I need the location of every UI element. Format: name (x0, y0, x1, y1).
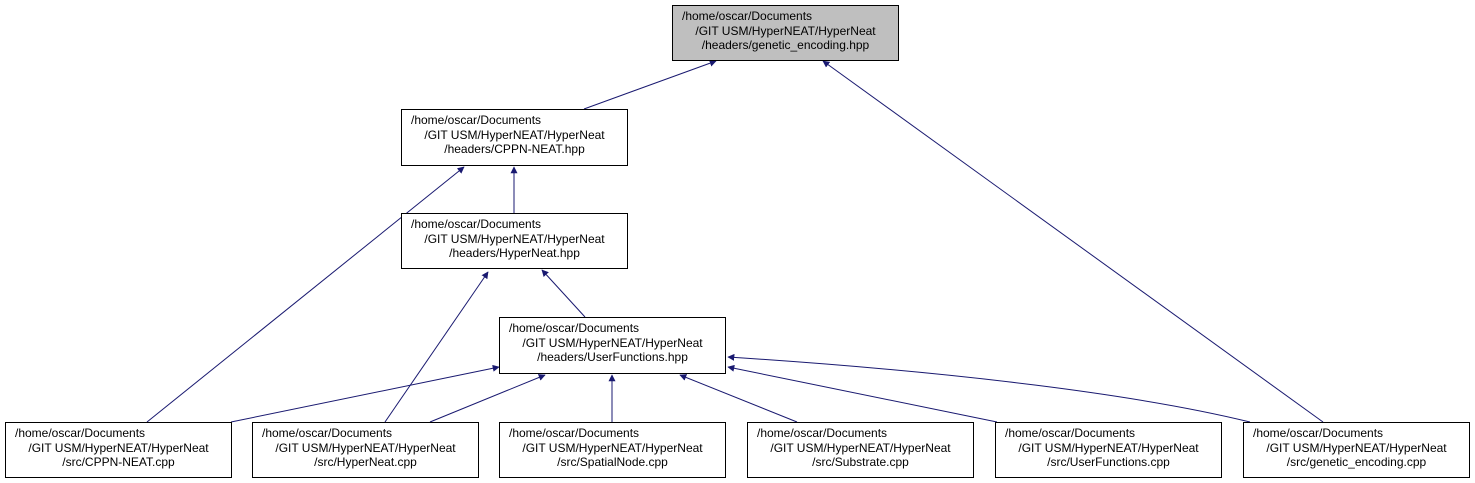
node-line3: /src/genetic_encoding.cpp (1286, 455, 1427, 469)
node-line3: /src/Substrate.cpp (812, 455, 909, 469)
node-line3: /headers/CPPN-NEAT.hpp (444, 142, 585, 156)
node-line1: /home/oscar/Documents (757, 426, 888, 440)
node-line3: /src/UserFunctions.cpp (1047, 455, 1170, 469)
node-userfunctions-cpp[interactable]: /home/oscar/Documents /GIT USM/HyperNEAT… (995, 422, 1222, 478)
node-line3: /src/HyperNeat.cpp (314, 455, 417, 469)
node-line1: /home/oscar/Documents (15, 426, 146, 440)
node-genetic-encoding-cpp[interactable]: /home/oscar/Documents /GIT USM/HyperNEAT… (1243, 422, 1470, 478)
node-line2: /GIT USM/HyperNEAT/HyperNeat (522, 440, 703, 455)
node-line2: /GIT USM/HyperNEAT/HyperNeat (424, 231, 605, 246)
node-line2: /GIT USM/HyperNEAT/HyperNeat (1266, 440, 1447, 455)
node-line2: /GIT USM/HyperNEAT/HyperNeat (1018, 440, 1199, 455)
edge-cppnhpp-to-root (583, 59, 717, 110)
node-substrate-cpp[interactable]: /home/oscar/Documents /GIT USM/HyperNEAT… (747, 422, 974, 478)
edge-geneticcpp-to-userfunchpp (727, 353, 1251, 423)
node-line3: /src/CPPN-NEAT.cpp (62, 455, 175, 469)
node-line3: /headers/genetic_encoding.hpp (701, 38, 870, 52)
node-line2: /GIT USM/HyperNEAT/HyperNeat (275, 440, 456, 455)
node-line1: /home/oscar/Documents (1253, 426, 1384, 440)
edge-userfunccpp-to-userfunchpp (727, 364, 998, 423)
node-line1: /home/oscar/Documents (262, 426, 393, 440)
node-line1: /home/oscar/Documents (682, 9, 813, 23)
node-line3: /src/SpatialNode.cpp (557, 455, 668, 469)
node-line1: /home/oscar/Documents (1005, 426, 1136, 440)
node-line2: /GIT USM/HyperNEAT/HyperNeat (424, 127, 605, 142)
edge-substratecpp-to-userfunchpp (679, 374, 798, 423)
node-line2: /GIT USM/HyperNEAT/HyperNeat (522, 335, 703, 350)
node-line3: /headers/UserFunctions.hpp (537, 350, 688, 364)
node-line1: /home/oscar/Documents (509, 321, 640, 335)
edge-cppncpp-to-userfunchpp (230, 364, 500, 423)
node-hyperneat-hpp[interactable]: /home/oscar/Documents /GIT USM/HyperNEAT… (401, 213, 628, 269)
edge-hyperneatcpp-to-userfunchpp (429, 374, 546, 423)
node-hyperneat-cpp[interactable]: /home/oscar/Documents /GIT USM/HyperNEAT… (252, 422, 479, 478)
node-cppn-neat-hpp[interactable]: /home/oscar/Documents /GIT USM/HyperNEAT… (401, 109, 628, 166)
edge-geneticcpp-to-root (822, 60, 1324, 423)
node-cppn-neat-cpp[interactable]: /home/oscar/Documents /GIT USM/HyperNEAT… (5, 422, 232, 478)
node-line2: /GIT USM/HyperNEAT/HyperNeat (28, 440, 209, 455)
node-line1: /home/oscar/Documents (509, 426, 640, 440)
node-line3: /headers/HyperNeat.hpp (449, 246, 580, 260)
node-line1: /home/oscar/Documents (411, 113, 542, 127)
edge-hyperneatcpp-to-hyperneathpp (384, 271, 489, 423)
node-userfunctions-hpp[interactable]: /home/oscar/Documents /GIT USM/HyperNEAT… (499, 317, 726, 374)
edge-userfunchpp-to-hyperneathpp (541, 269, 586, 318)
node-spatialnode-cpp[interactable]: /home/oscar/Documents /GIT USM/HyperNEAT… (499, 422, 726, 478)
edge-cppncpp-to-cppnhpp (146, 166, 465, 423)
node-line1: /home/oscar/Documents (411, 217, 542, 231)
node-line2: /GIT USM/HyperNEAT/HyperNeat (695, 23, 876, 38)
node-genetic-encoding-hpp[interactable]: /home/oscar/Documents /GIT USM/HyperNEAT… (672, 5, 899, 61)
node-line2: /GIT USM/HyperNEAT/HyperNeat (770, 440, 951, 455)
